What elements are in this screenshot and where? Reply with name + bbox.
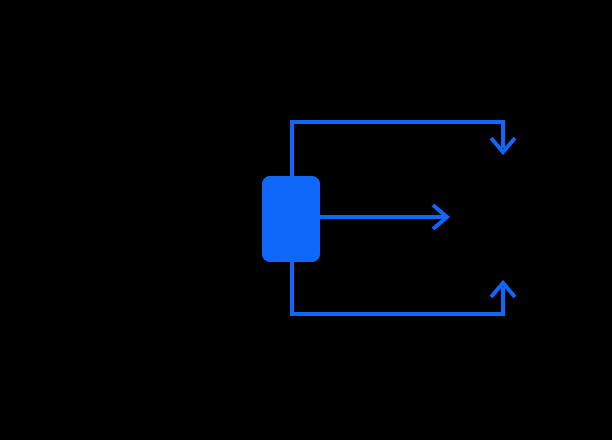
top-feedback-arrowhead-down-icon (489, 136, 517, 156)
bottom-feedback-path-line (290, 262, 505, 316)
bottom-feedback-path (290, 262, 517, 316)
output-arrowhead-right-icon (431, 203, 451, 231)
process-block[interactable] (262, 176, 320, 262)
bottom-feedback-arrowhead-up-icon (489, 279, 517, 299)
top-feedback-path-line (290, 120, 505, 176)
output-arrow (320, 203, 451, 231)
top-feedback-path (290, 120, 517, 176)
